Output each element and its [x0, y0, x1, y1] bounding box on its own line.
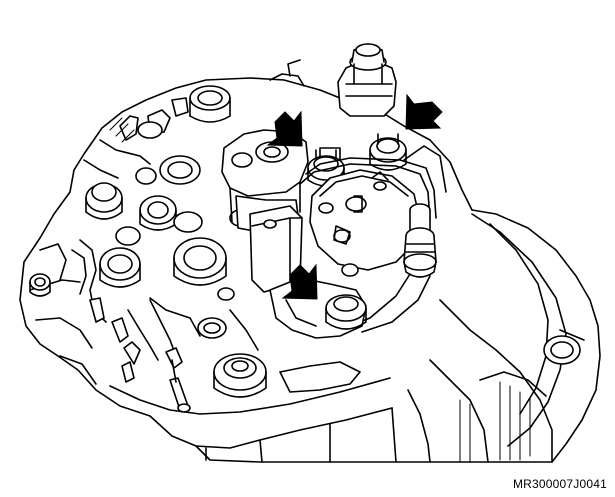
- lower-bearing: [149, 297, 267, 398]
- figure-code: MR300007J0041: [512, 477, 607, 491]
- arrow-indicator-upper-right: [405, 93, 443, 130]
- right-terminal-stud: [349, 203, 437, 333]
- left-bolt-stack: [85, 121, 251, 301]
- left-wiring: [29, 239, 191, 413]
- arrow-indicator-lower: [281, 263, 318, 300]
- terminal-plate: [299, 145, 447, 271]
- brush-holder: [221, 129, 341, 293]
- arrow-indicator-upper-left: [266, 110, 303, 147]
- indicator-arrows: [266, 93, 443, 300]
- upper-left-components: [83, 59, 305, 179]
- top-terminal-bolt: [337, 43, 397, 117]
